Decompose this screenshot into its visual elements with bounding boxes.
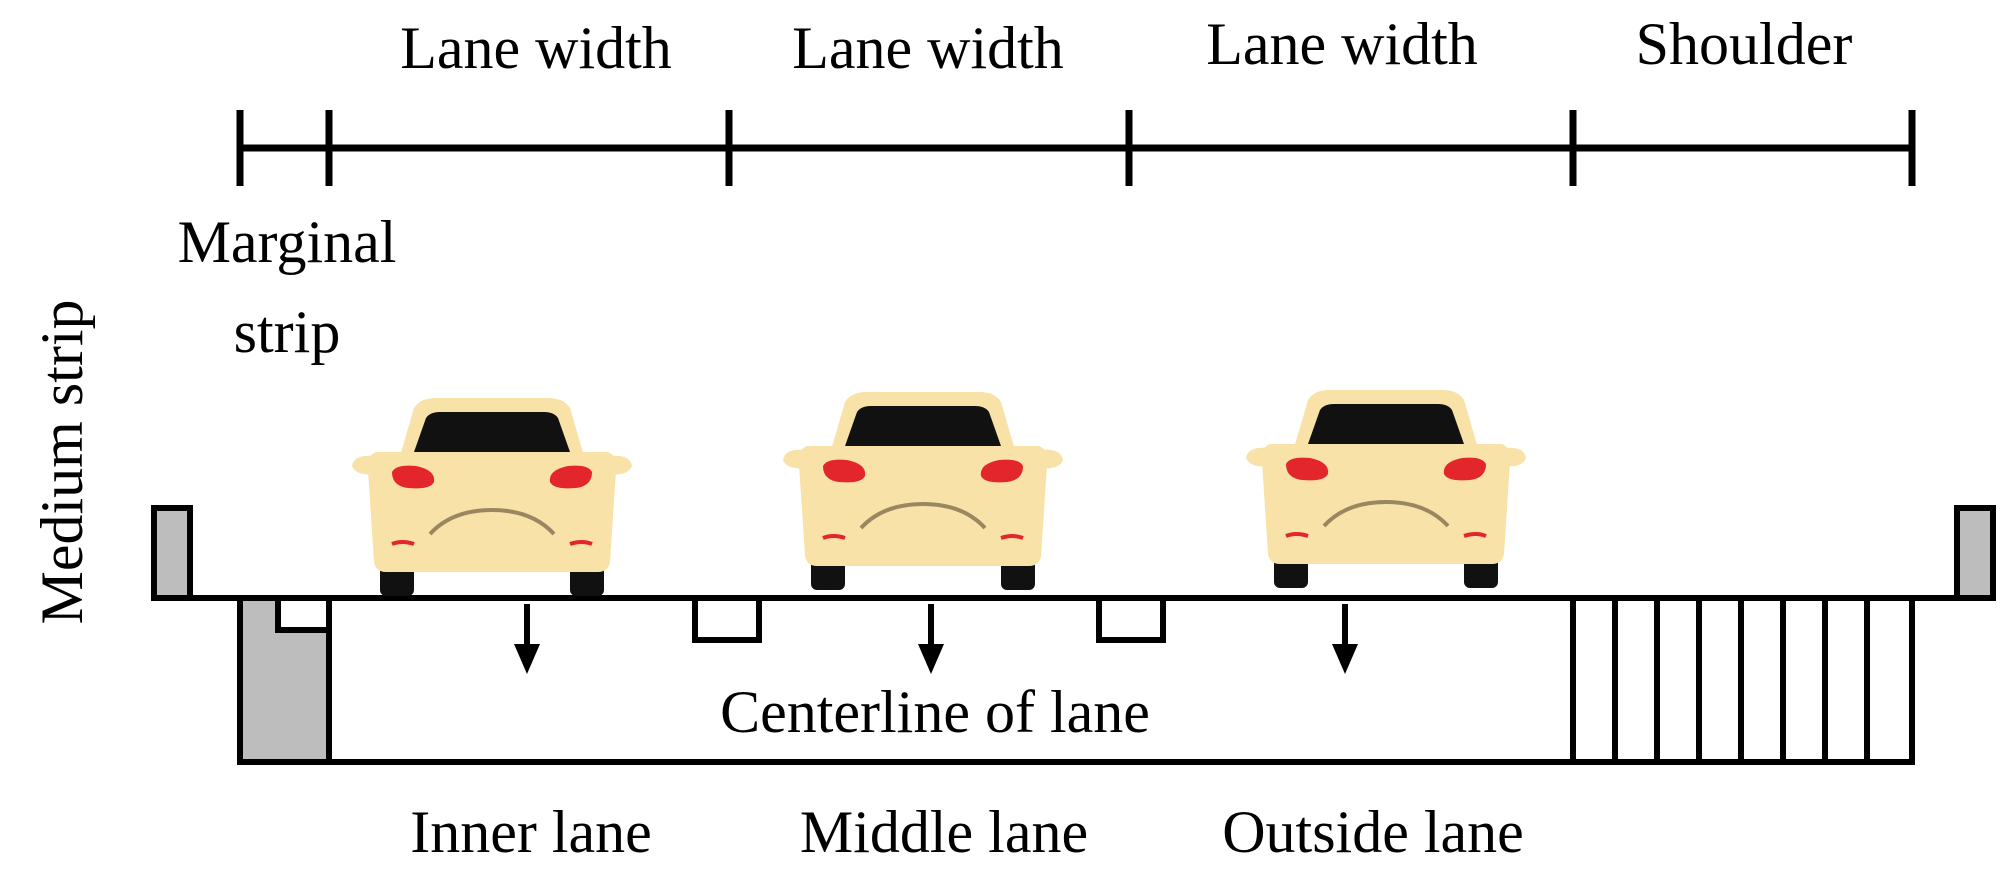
lane-divider-marking-2 — [1096, 595, 1166, 643]
middle-lane-label: Middle lane — [800, 799, 1088, 865]
road-structure — [151, 505, 1996, 765]
car-outside-lane — [1244, 388, 1528, 590]
marginal-strip-label-line1: Marginal — [178, 209, 397, 275]
right-curb — [1954, 505, 1996, 601]
lane-divider-marking-1 — [692, 595, 762, 643]
inner-lane-label: Inner lane — [410, 799, 652, 865]
car-inner-lane — [350, 396, 634, 598]
centerline-arrow-outside — [1332, 604, 1358, 674]
centerline-arrow-middle — [918, 604, 944, 674]
outside-lane-label: Outside lane — [1222, 799, 1524, 865]
medium-strip-label: Medium strip — [29, 300, 95, 625]
car-middle-lane — [781, 390, 1065, 592]
dimension-line — [236, 110, 1916, 186]
centerline-arrow-inner — [514, 604, 540, 674]
lane-width-label-2: Lane width — [792, 15, 1064, 81]
centerline-of-lane-label: Centerline of lane — [720, 679, 1150, 745]
marginal-strip-label-line2: strip — [234, 299, 341, 365]
lane-width-label-3: Lane width — [1206, 11, 1478, 77]
shoulder-hatch — [1570, 595, 1915, 765]
shoulder-label: Shoulder — [1636, 11, 1853, 77]
lane-width-label-1: Lane width — [400, 15, 672, 81]
marginal-strip-marking — [275, 595, 332, 633]
left-curb — [151, 505, 193, 601]
